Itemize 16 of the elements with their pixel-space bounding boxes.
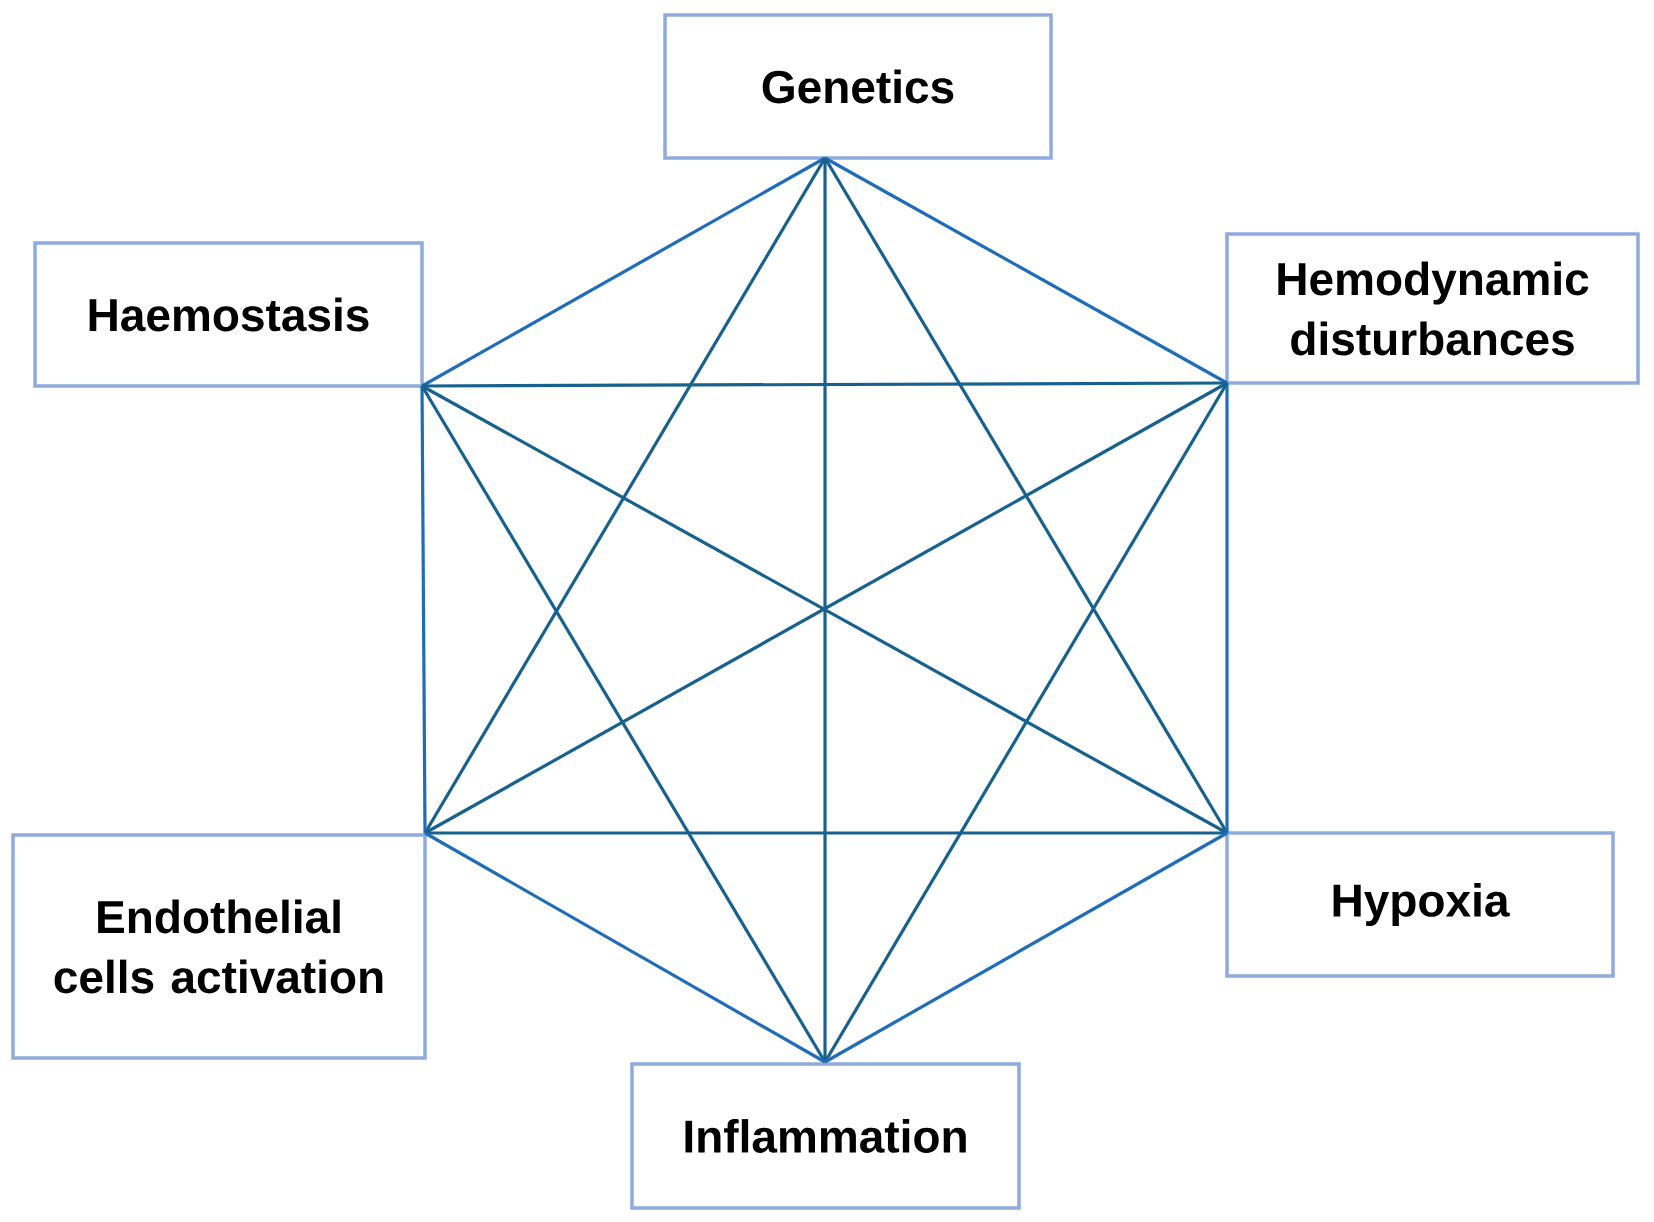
connector-line (824, 156, 1228, 385)
connector-line (421, 156, 826, 388)
connector-line (425, 831, 1227, 835)
factor-box: Hemodynamic disturbances (1225, 232, 1640, 385)
connector-line (1225, 383, 1229, 833)
connector-line (420, 386, 427, 833)
connector-line (422, 381, 1227, 388)
factor-box: Hypoxia (1225, 831, 1615, 978)
factor-box: Genetics (663, 13, 1053, 160)
factor-box: Inflammation (630, 1062, 1021, 1210)
factor-box: Haemostasis (33, 241, 424, 388)
factor-box: Endothelial cells activation (11, 833, 427, 1060)
connector-line (420, 385, 827, 1063)
connector-line (824, 831, 1228, 1064)
connector-line (823, 382, 1229, 1063)
connector-line (424, 831, 826, 1064)
